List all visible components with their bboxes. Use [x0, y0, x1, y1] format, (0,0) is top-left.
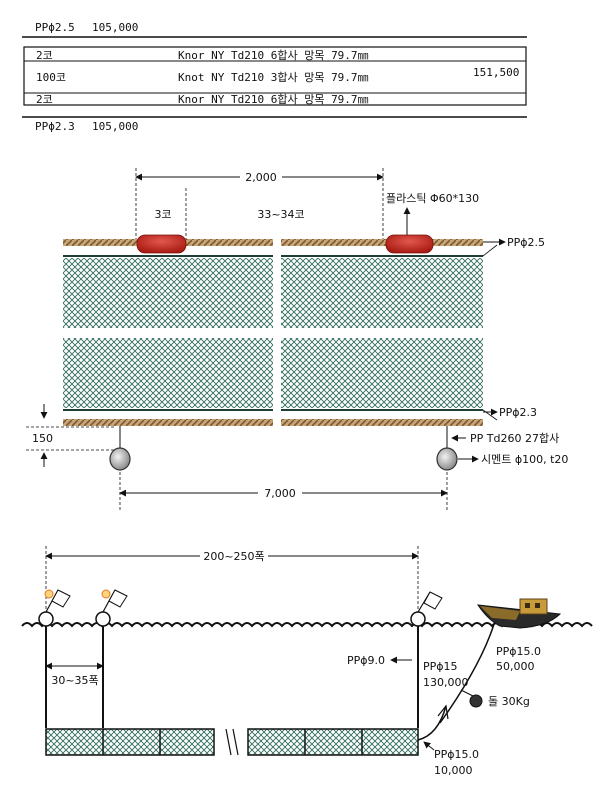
float-spacing-label: 2,000: [245, 171, 277, 184]
bottom-rope-right: [281, 419, 483, 426]
net-panel-lower-right: [281, 338, 483, 408]
weight-label: 돌 30Kg: [488, 695, 530, 708]
net-panel-upper-right: [281, 258, 483, 328]
boat-icon: [476, 598, 562, 629]
net-section-right: [247, 728, 419, 756]
head-line-link: [482, 244, 498, 257]
bottom-rope-length: 105,000: [92, 120, 138, 133]
net-panel-lower-left: [63, 338, 273, 408]
line-15-left-material: PPϕ15: [423, 660, 458, 673]
bottom-line-pointer: [423, 741, 435, 751]
sinker-spec-label: 시멘트 ϕ100, t20: [481, 453, 568, 466]
net-section-left: [45, 728, 215, 756]
row1-desc: Knor NY Td210 6합사 망목 79.7㎜: [178, 49, 369, 62]
lamp-icon: [101, 589, 111, 599]
top-rope-length: 105,000: [92, 21, 138, 34]
float: [385, 234, 434, 254]
sinker-line-label: PP Td260 27합사: [470, 432, 559, 445]
boat-line: [439, 613, 498, 724]
break-mark: [225, 728, 232, 756]
buoy-3: [410, 591, 443, 627]
anchor-line-tip: [437, 704, 449, 720]
net-detail: 2,000 3코 33~34코 플라스틱 Φ60*130 PPϕ2.5 PPϕ2…: [26, 168, 568, 510]
line-15-right-material: PPϕ15.0: [496, 645, 541, 658]
row1-count: 2코: [36, 49, 53, 62]
float-spec-label: 플라스틱 Φ60*130: [386, 192, 479, 205]
buoy-gap-label: 30~35폭: [51, 674, 98, 687]
bottom-rope-material: PPϕ2.3: [35, 120, 75, 133]
break-mark: [232, 728, 239, 756]
top-rope-right: [281, 239, 483, 246]
buoy-span-label: 200~250폭: [203, 550, 264, 563]
row2-desc: Knot NY Td210 3합사 망목 79.7㎜: [178, 71, 369, 84]
line-15-left-length: 130,000: [423, 676, 469, 689]
lamp-icon: [44, 589, 54, 599]
buoy-2: [95, 589, 128, 627]
deployment-diagram: 200~250폭 30~35폭: [21, 546, 593, 777]
anchor-line: [417, 705, 447, 741]
top-rope-material: PPϕ2.5: [35, 21, 75, 34]
float-mesh-count-label: 3코: [154, 208, 171, 221]
row3-count: 2코: [36, 93, 53, 106]
stone-weight: [469, 694, 483, 708]
net-panel-upper-left: [63, 258, 273, 328]
net-table-frame: [23, 46, 527, 106]
line-9-label: PPϕ9.0: [347, 654, 385, 667]
sinker: [109, 447, 131, 471]
drop-height-label: 150: [32, 432, 53, 445]
spec-table: PPϕ2.5 105,000 2코 Knor NY Td210 6합사 망목 7…: [22, 21, 527, 133]
line-15-right-length: 50,000: [496, 660, 535, 673]
sinker-spacing-label: 7,000: [264, 487, 296, 500]
top-rope-label: PPϕ2.5: [507, 236, 545, 249]
net-total-length: 151,500: [473, 66, 519, 79]
row3-desc: Knor NY Td210 6합사 망목 79.7㎜: [178, 93, 369, 106]
bottom-rope-label: PPϕ2.3: [499, 406, 537, 419]
row2-count: 100코: [36, 71, 66, 84]
bottom-line-material: PPϕ15.0: [434, 748, 479, 761]
buoy-1: [38, 589, 71, 627]
section-mesh-count-label: 33~34코: [257, 208, 304, 221]
bottom-rope-left: [63, 419, 273, 426]
sinker: [436, 447, 458, 471]
float: [136, 234, 187, 254]
bottom-line-length: 10,000: [434, 764, 473, 777]
